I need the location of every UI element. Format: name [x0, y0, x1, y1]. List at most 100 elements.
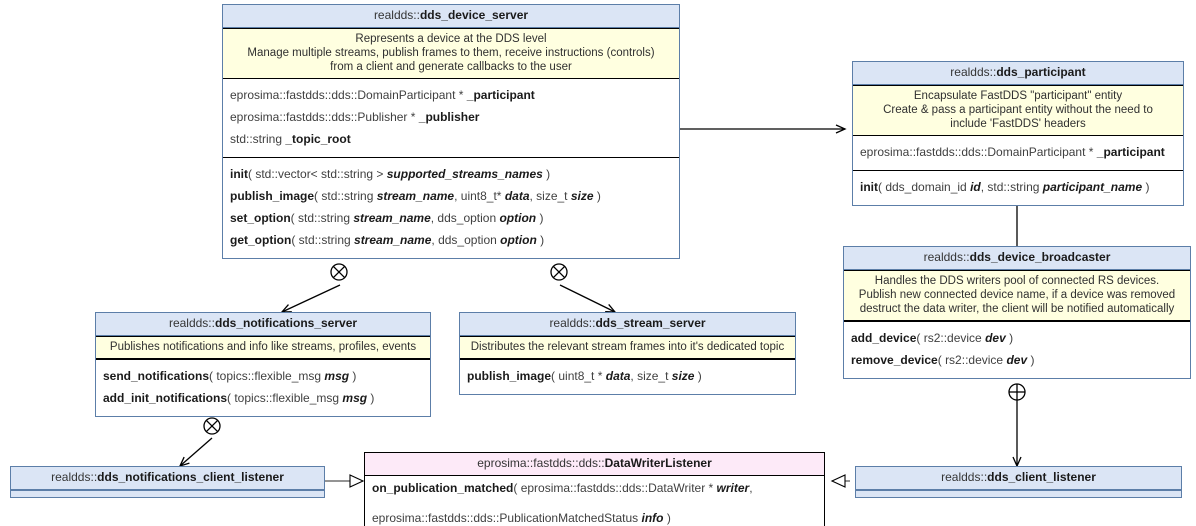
class-dds-stream-server[interactable]: realdds::dds_stream_server Distributes t…: [459, 312, 796, 395]
method-param: size: [570, 189, 594, 203]
class-title-dds-notifications-server: realdds::dds_notifications_server: [96, 313, 430, 336]
note-line: from a client and generate callbacks to …: [330, 61, 572, 73]
namespace-label: realdds::: [51, 470, 98, 484]
method-tail: ): [1005, 331, 1014, 345]
method-line-1: on_publication_matched( eprosima::fastdd…: [372, 481, 753, 495]
method-param: stream_name: [354, 233, 432, 247]
method-sig: ( std::string: [291, 233, 355, 247]
method-tail: ): [1027, 353, 1035, 367]
namespace-label: realdds::: [168, 316, 215, 330]
method-sig: ( std::string: [290, 211, 354, 225]
class-name-label: dds_client_listener: [987, 470, 1096, 484]
method-sig: ( std::vector< std::string >: [248, 167, 387, 181]
method-name: init: [860, 180, 878, 194]
method-name: remove_device: [851, 353, 938, 367]
note-line: Manage multiple streams, publish frames …: [247, 47, 655, 59]
method-name: get_option: [230, 233, 292, 247]
method-tail: ): [694, 369, 702, 383]
namespace-label: eprosima::fastdds::dds::: [477, 456, 605, 470]
class-name-label: dds_device_broadcaster: [969, 250, 1111, 264]
class-dds-participant[interactable]: realdds::dds_participant Encapsulate Fas…: [852, 61, 1184, 206]
method-sig: eprosima::fastdds::dds::PublicationMatch…: [372, 511, 642, 525]
namespace-label: realdds::: [941, 470, 988, 484]
note-line: Represents a device at the DDS level: [355, 33, 547, 45]
methods-section: init( std::vector< std::string > support…: [223, 157, 679, 258]
attribute-row: eprosima::fastdds::dds::DomainParticipan…: [230, 85, 673, 107]
class-dds-device-broadcaster[interactable]: realdds::dds_device_broadcaster Handles …: [843, 246, 1191, 379]
method-row: add_init_notifications( topics::flexible…: [103, 388, 424, 410]
class-dds-notifications-client-listener[interactable]: realdds::dds_notifications_client_listen…: [10, 466, 325, 498]
method-row: get_option( std::string stream_name, dds…: [230, 230, 673, 252]
class-note-dds-device-server: Represents a device at the DDS level Man…: [223, 28, 679, 79]
edge-device-server-to-stream-server: [550, 263, 617, 313]
method-sig: , uint8_t*: [454, 189, 505, 203]
method-sig: ( rs2::device: [916, 331, 986, 345]
class-data-writer-listener[interactable]: eprosima::fastdds::dds::DataWriterListen…: [364, 452, 825, 526]
method-param: data: [605, 369, 631, 383]
method-tail: ): [349, 369, 357, 383]
note-line: Publishes notifications and info like st…: [109, 341, 417, 353]
method-param: supported_streams_names: [386, 167, 543, 181]
method-name: init: [230, 167, 248, 181]
note-line: Encapsulate FastDDS "participant" entity: [913, 90, 1123, 102]
class-note-dds-device-broadcaster: Handles the DDS writers pool of connecte…: [844, 270, 1190, 321]
class-title-dds-client-listener: realdds::dds_client_listener: [856, 467, 1181, 490]
attributes-section: eprosima::fastdds::dds::DomainParticipan…: [223, 79, 679, 157]
method-row: add_device( rs2::device dev ): [851, 328, 1184, 350]
attr-name: _participant: [466, 88, 535, 102]
methods-section: publish_image( uint8_t * data, size_t si…: [460, 359, 795, 394]
method-name: publish_image: [467, 369, 552, 383]
note-line: Create & pass a participant entity witho…: [883, 104, 1153, 116]
attr-type: eprosima::fastdds::dds::Publisher *: [230, 110, 419, 124]
class-name-label: dds_device_server: [419, 8, 529, 22]
methods-section: on_publication_matched( eprosima::fastdd…: [365, 476, 824, 526]
edge-broadcaster-to-client-listener: [1008, 383, 1026, 468]
note-line: include 'FastDDS' headers: [950, 118, 1086, 130]
method-sig: ( eprosima::fastdds::dds::DataWriter *: [513, 481, 717, 495]
method-param: option: [500, 233, 537, 247]
method-tail: ): [367, 391, 375, 405]
namespace-label: realdds::: [549, 316, 596, 330]
namespace-label: realdds::: [923, 250, 970, 264]
class-name-label: dds_notifications_server: [214, 316, 358, 330]
edge-device-server-to-notifications-server: [280, 263, 348, 313]
method-row: publish_image( uint8_t * data, size_t si…: [467, 366, 789, 388]
class-dds-client-listener[interactable]: realdds::dds_client_listener: [855, 466, 1182, 498]
method-sig: ( topics::flexible_msg: [209, 369, 325, 383]
method-tail: ): [663, 511, 671, 525]
method-sig: ( topics::flexible_msg: [227, 391, 343, 405]
method-row: init( dds_domain_id id, std::string part…: [860, 177, 1177, 199]
method-line-2: eprosima::fastdds::dds::PublicationMatch…: [372, 511, 671, 525]
method-param: dev: [1006, 353, 1028, 367]
method-tail: ): [593, 189, 601, 203]
method-param: writer: [716, 481, 750, 495]
class-title-data-writer-listener: eprosima::fastdds::dds::DataWriterListen…: [365, 453, 824, 476]
attributes-section: eprosima::fastdds::dds::DomainParticipan…: [853, 136, 1183, 170]
method-param: option: [499, 211, 537, 225]
class-title-dds-stream-server: realdds::dds_stream_server: [460, 313, 795, 336]
method-name: add_device: [851, 331, 917, 345]
method-sig: , dds_option: [430, 211, 500, 225]
method-name: on_publication_matched: [372, 481, 514, 495]
note-line: Publish new connected device name, if a …: [858, 289, 1176, 301]
method-name: publish_image: [230, 189, 315, 203]
class-name-label: dds_notifications_client_listener: [97, 470, 284, 484]
method-param: stream_name: [376, 189, 455, 203]
attr-name: _topic_root: [285, 132, 351, 146]
method-tail: ): [536, 233, 545, 247]
class-dds-notifications-server[interactable]: realdds::dds_notifications_server Publis…: [95, 312, 431, 417]
class-dds-device-server[interactable]: realdds::dds_device_server Represents a …: [222, 4, 680, 259]
method-sig: ( uint8_t *: [551, 369, 606, 383]
method-row: publish_image( std::string stream_name, …: [230, 186, 673, 208]
method-row: send_notifications( topics::flexible_msg…: [103, 366, 424, 388]
method-row: init( std::vector< std::string > support…: [230, 164, 673, 186]
method-row: set_option( std::string stream_name, dds…: [230, 208, 673, 230]
method-name: add_init_notifications: [103, 391, 228, 405]
class-title-dds-device-server: realdds::dds_device_server: [223, 5, 679, 28]
note-line: destruct the data writer, the client wil…: [859, 303, 1175, 315]
class-note-dds-notifications-server: Publishes notifications and info like st…: [96, 336, 430, 359]
attribute-row: eprosima::fastdds::dds::Publisher * _pub…: [230, 107, 673, 129]
namespace-label: realdds::: [373, 8, 420, 22]
class-title-dds-notifications-client-listener: realdds::dds_notifications_client_listen…: [11, 467, 324, 490]
method-sig: , size_t: [529, 189, 571, 203]
